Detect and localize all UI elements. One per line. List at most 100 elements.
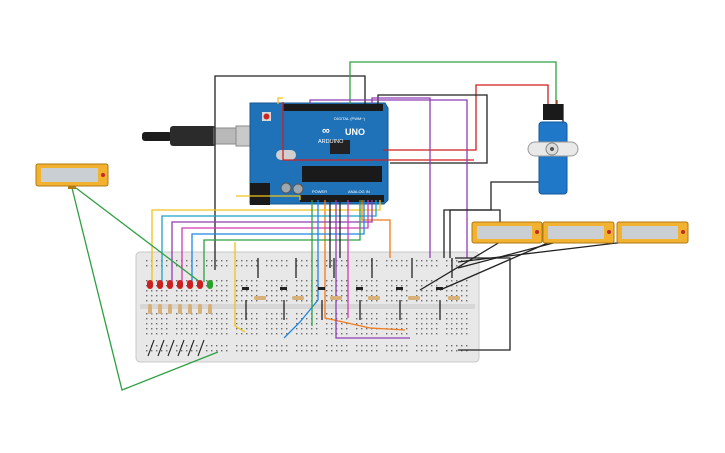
breadboard-hole	[446, 300, 448, 302]
breadboard-hole	[276, 265, 278, 267]
wire-black-right-1	[419, 241, 501, 291]
breadboard-hole	[421, 328, 423, 330]
breadboard-hole	[461, 318, 463, 320]
breadboard-hole	[246, 318, 248, 320]
right-sensor-module-1[interactable]	[471, 221, 543, 244]
breadboard-hole	[236, 323, 238, 325]
breadboard-hole	[391, 350, 393, 352]
breadboard-hole	[401, 350, 403, 352]
breadboard-hole	[196, 333, 198, 335]
servo-motor[interactable]	[527, 104, 579, 195]
breadboard-hole	[316, 313, 318, 315]
left-sensor-module[interactable]	[35, 163, 109, 189]
breadboard-hole	[346, 345, 348, 347]
red-led	[187, 280, 193, 289]
breadboard-hole	[336, 280, 338, 282]
breadboard-hole	[346, 350, 348, 352]
breadboard-hole	[211, 333, 213, 335]
breadboard-hole	[386, 333, 388, 335]
breadboard-hole	[191, 300, 193, 302]
breadboard-hole	[226, 280, 228, 282]
breadboard-hole	[406, 300, 408, 302]
breadboard-hole	[451, 350, 453, 352]
breadboard-hole	[156, 328, 158, 330]
breadboard-hole	[421, 285, 423, 287]
breadboard-hole	[186, 323, 188, 325]
breadboard-hole	[301, 300, 303, 302]
breadboard-hole	[206, 260, 208, 262]
breadboard-hole	[426, 318, 428, 320]
right-sensor-module-3[interactable]	[616, 221, 689, 244]
breadboard-hole	[286, 328, 288, 330]
breadboard-hole	[426, 350, 428, 352]
breadboard-hole	[196, 350, 198, 352]
breadboard-hole	[276, 313, 278, 315]
breadboard-hole	[386, 313, 388, 315]
wire-black-servo-gnd	[377, 94, 488, 164]
breadboard-hole	[426, 300, 428, 302]
breadboard-hole	[391, 345, 393, 347]
breadboard-hole	[466, 313, 468, 315]
breadboard-hole	[401, 295, 403, 297]
breadboard-hole	[366, 295, 368, 297]
breadboard-hole	[271, 295, 273, 297]
breadboard-hole	[416, 260, 418, 262]
breadboard-hole	[271, 280, 273, 282]
breadboard-hole	[326, 290, 328, 292]
breadboard-hole	[401, 280, 403, 282]
breadboard-hole	[176, 260, 178, 262]
breadboard-hole	[281, 333, 283, 335]
breadboard-hole	[296, 265, 298, 267]
breadboard-hole	[426, 295, 428, 297]
breadboard-hole	[221, 300, 223, 302]
breadboard-hole	[246, 350, 248, 352]
breadboard-hole	[341, 345, 343, 347]
breadboard-hole	[296, 345, 298, 347]
wire-green-left-sensor	[71, 187, 219, 391]
wire-black-right-loop	[455, 257, 511, 351]
breadboard-hole	[251, 260, 253, 262]
arduino-uno-board[interactable]: ∞ ARDUINO UNO DIGITAL (PWM~) POWER ANALO…	[249, 102, 389, 205]
breadboard-hole	[366, 323, 368, 325]
breadboard-hole	[151, 318, 153, 320]
resistor	[208, 304, 212, 314]
breadboard[interactable]	[135, 251, 480, 363]
jumper-wire	[157, 339, 165, 357]
breadboard-hole	[286, 300, 288, 302]
breadboard-hole	[166, 300, 168, 302]
breadboard-hole	[316, 318, 318, 320]
right-sensor-module-2[interactable]	[542, 221, 615, 244]
breadboard-hole	[376, 318, 378, 320]
breadboard-hole	[211, 323, 213, 325]
breadboard-hole	[361, 265, 363, 267]
breadboard-hole	[271, 345, 273, 347]
breadboard-hole	[396, 313, 398, 315]
breadboard-hole	[196, 313, 198, 315]
breadboard-hole	[226, 260, 228, 262]
breadboard-hole	[371, 345, 373, 347]
jumper-wire	[318, 287, 325, 290]
breadboard-hole	[446, 290, 448, 292]
breadboard-hole	[461, 350, 463, 352]
breadboard-hole	[286, 323, 288, 325]
breadboard-hole	[286, 290, 288, 292]
breadboard-hole	[156, 333, 158, 335]
wire-purple-mid	[335, 200, 410, 339]
wire-blue-mid	[283, 200, 319, 339]
breadboard-hole	[241, 350, 243, 352]
breadboard-hole	[166, 260, 168, 262]
breadboard-hole	[206, 280, 208, 282]
breadboard-hole	[431, 350, 433, 352]
breadboard-hole	[281, 285, 283, 287]
wire-purple-2	[309, 99, 468, 258]
breadboard-hole	[451, 328, 453, 330]
leds[interactable]	[147, 280, 213, 289]
breadboard-hole	[196, 328, 198, 330]
breadboard-hole	[211, 265, 213, 267]
breadboard-hole	[296, 260, 298, 262]
breadboard-hole	[241, 313, 243, 315]
breadboard-hole	[341, 313, 343, 315]
breadboard-hole	[466, 280, 468, 282]
breadboard-hole	[336, 313, 338, 315]
breadboard-hole	[276, 333, 278, 335]
